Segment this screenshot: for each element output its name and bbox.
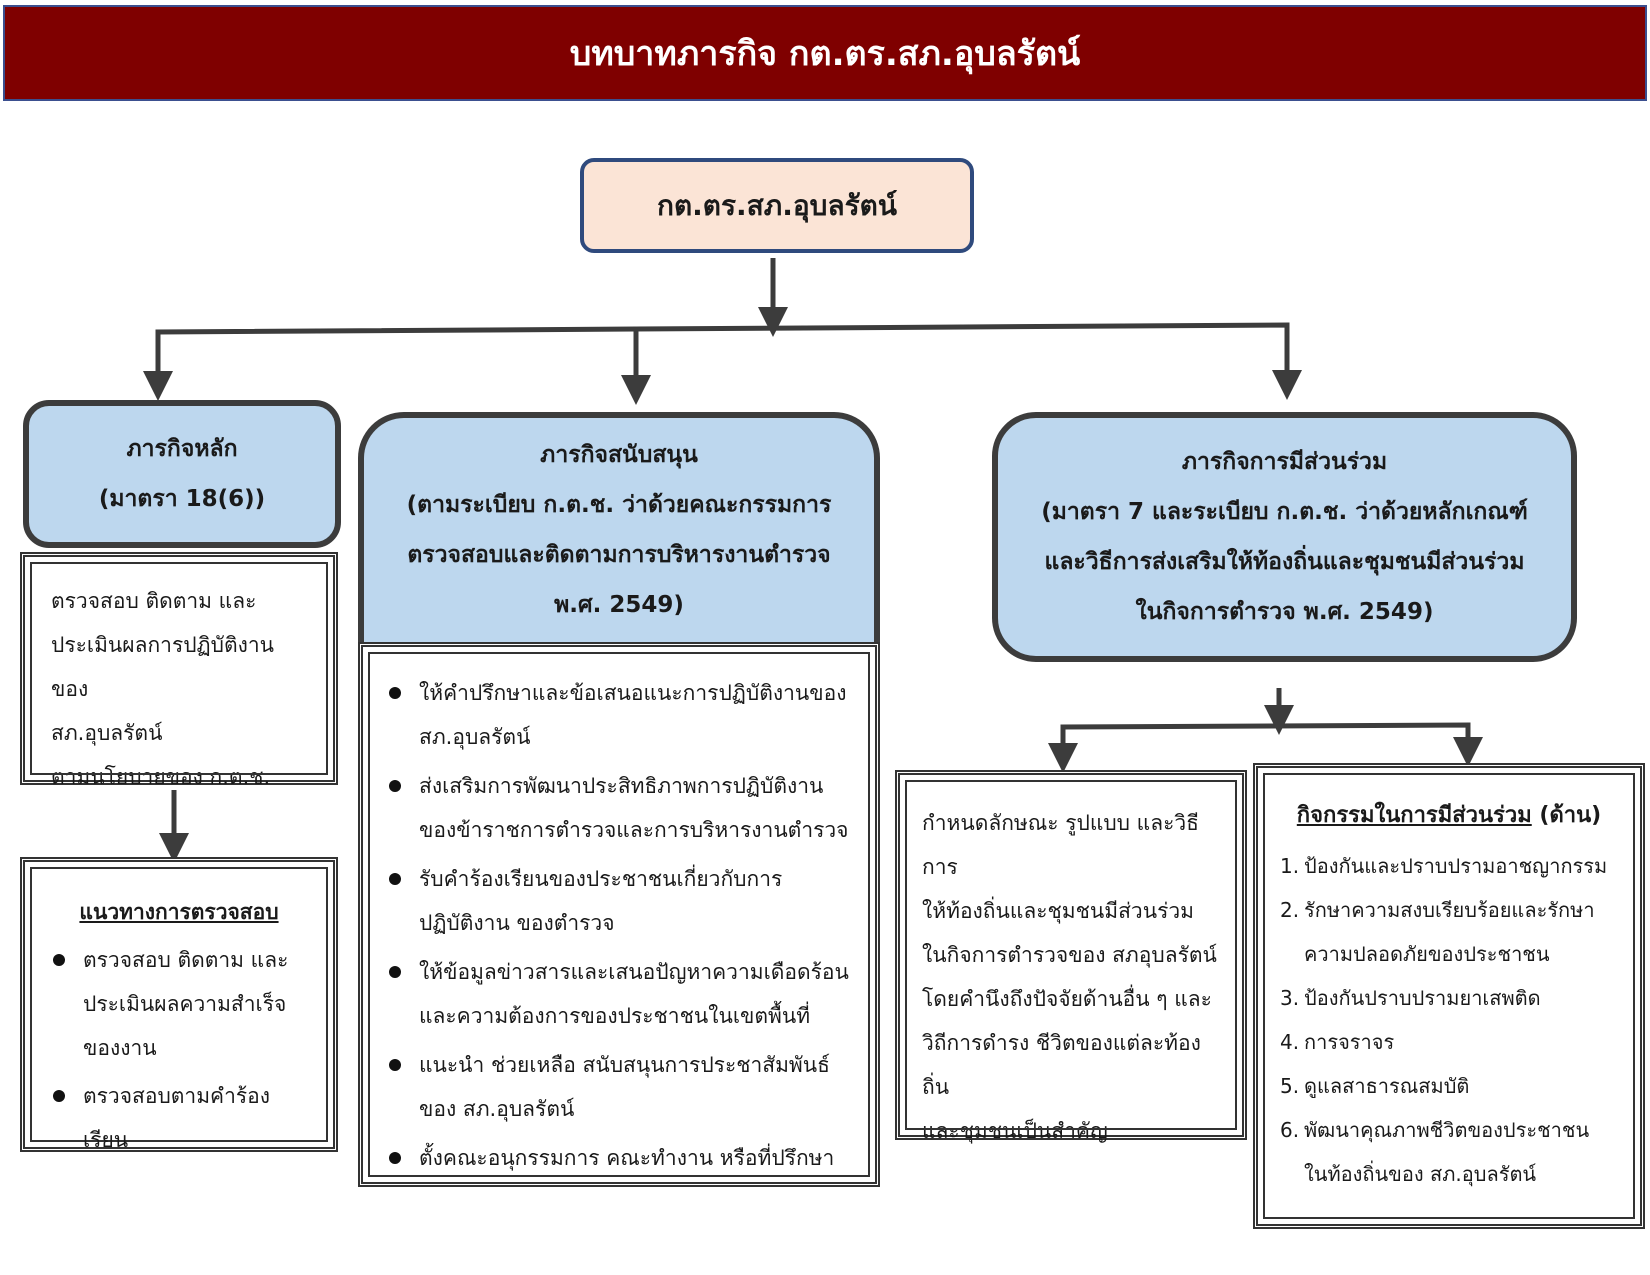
item-line: ส่งเสริมการพัฒนาประสิทธิภาพการปฏิบัติงาน: [419, 774, 824, 798]
bullet-icon: [389, 1152, 401, 1164]
item-line: ของงาน: [83, 1036, 157, 1060]
list-item: ตรวจสอบ ติดตาม และ ประเมินผลความสำเร็จ ข…: [49, 938, 309, 1070]
item-line: และความต้องการของประชาชนในเขตพื้นที่: [419, 1004, 811, 1028]
main-mission-title: ภารกิจหลัก: [126, 436, 238, 462]
bullet-icon: [389, 873, 401, 885]
participation-branch-line: [1060, 722, 1471, 758]
list-item: ให้คำปรึกษาและข้อเสนอแนะการปฏิบัติงานของ…: [385, 671, 853, 759]
list-item: 2. รักษาความสงบเรียบร้อยและรักษา ความปลอ…: [1280, 888, 1618, 976]
desc-line: สภ.อุบลรัตน์: [51, 721, 163, 745]
bullet-icon: [389, 687, 401, 699]
item-line: ปฏิบัติงาน ของตำรวจ: [419, 911, 615, 935]
item-line: ให้คำปรึกษาและข้อเสนอแนะการปฏิบัติงานของ: [419, 681, 847, 705]
participation-activities-box: กิจกรรมในการมีส่วนร่วม (ด้าน) 1. ป้องกัน…: [1253, 763, 1645, 1229]
item-line: ให้ข้อมูลข่าวสารและเสนอปัญหาความเดือดร้อ…: [419, 960, 849, 984]
support-title-line: (ตามระเบียบ ก.ต.ช. ว่าด้วยคณะกรรมการ: [406, 492, 832, 518]
bullet-icon: [389, 1059, 401, 1071]
root-node: กต.ตร.สภ.อุบลรัตน์: [580, 158, 974, 253]
activities-list: 1. ป้องกันและปราบปรามอาชญากรรม 2. รักษาค…: [1280, 844, 1618, 1196]
item-line: ดูแลสาธารณสมบัติ: [1304, 1074, 1470, 1098]
item-line: พัฒนาคุณภาพชีวิตของประชาชน: [1304, 1118, 1590, 1142]
participation-characteristics-box: กำหนดลักษณะ รูปแบบ และวิธีการ ให้ท้องถิ่…: [895, 770, 1247, 1143]
item-number: 3.: [1280, 986, 1300, 1010]
item-number: 4.: [1280, 1030, 1300, 1054]
char-line: กำหนดลักษณะ รูปแบบ และวิธีการ: [922, 811, 1199, 879]
desc-line: ตรวจสอบ ติดตาม และ: [51, 589, 257, 613]
char-line: ให้ท้องถิ่นและชุมชนมีส่วนร่วม: [922, 899, 1194, 923]
participation-title-line: และวิธีการส่งเสริมให้ท้องถิ่นและชุมชนมีส…: [1044, 549, 1525, 575]
support-mission-list-box: ให้คำปรึกษาและข้อเสนอแนะการปฏิบัติงานของ…: [358, 642, 880, 1187]
list-item: แนะนำ ช่วยเหลือ สนับสนุนการประชาสัมพันธ์…: [385, 1043, 853, 1131]
main-mission-header: ภารกิจหลัก (มาตรา 18(6)): [23, 400, 341, 548]
item-number: 1.: [1280, 854, 1300, 878]
item-line: ตรวจสอบตามคำร้องเรียน: [83, 1084, 271, 1152]
char-line: ในกิจการตำรวจของ สภอุบลรัตน์: [922, 943, 1217, 967]
banner-title: บทบาทภารกิจ กต.ตร.สภ.อุบลรัตน์: [569, 34, 1081, 74]
list-item: 3. ป้องกันปราบปรามยาเสพติด: [1280, 976, 1618, 1020]
item-number: 2.: [1280, 898, 1300, 922]
item-line: ป้องกันและปราบปรามอาชญากรรม: [1304, 854, 1608, 878]
bullet-icon: [389, 780, 401, 792]
support-title-line: พ.ศ. 2549): [554, 592, 684, 618]
bullet-icon: [389, 966, 401, 978]
audit-list: ตรวจสอบ ติดตาม และ ประเมินผลความสำเร็จ ข…: [49, 938, 309, 1162]
support-title-line: ตรวจสอบและติดตามการบริหารงานตำรวจ: [407, 542, 831, 568]
audit-guidelines-box: แนวทางการตรวจสอบ ตรวจสอบ ติดตาม และ ประเ…: [20, 857, 338, 1152]
support-mission-header: ภารกิจสนับสนุน (ตามระเบียบ ก.ต.ช. ว่าด้ว…: [358, 412, 880, 642]
item-line: ป้องกันปราบปรามยาเสพติด: [1304, 986, 1541, 1010]
bullet-icon: [53, 1090, 65, 1102]
item-line: ตั้งคณะอนุกรรมการ คณะทำงาน หรือที่ปรึกษา: [419, 1146, 835, 1170]
list-item: 4. การจราจร: [1280, 1020, 1618, 1064]
participation-title: ภารกิจการมีส่วนร่วม: [1181, 449, 1388, 475]
char-line: และชุมชนเป็นสำคัญ: [922, 1119, 1108, 1143]
activities-suffix: (ด้าน): [1531, 803, 1602, 828]
activities-heading: กิจกรรมในการมีส่วนร่วม (ด้าน): [1280, 794, 1618, 838]
item-number: 6.: [1280, 1118, 1300, 1142]
list-item: 5. ดูแลสาธารณสมบัติ: [1280, 1064, 1618, 1108]
item-line: ประเมินผลความสำเร็จ: [83, 992, 287, 1016]
item-line: ตรวจสอบ ติดตาม และ: [83, 948, 289, 972]
page-banner: บทบาทภารกิจ กต.ตร.สภ.อุบลรัตน์: [3, 5, 1647, 101]
bullet-icon: [53, 954, 65, 966]
list-item: ให้ข้อมูลข่าวสารและเสนอปัญหาความเดือดร้อ…: [385, 950, 853, 1038]
item-line: ของ สภ.อุบลรัตน์: [419, 1097, 575, 1121]
item-line: ความปลอดภัยของประชาชน: [1304, 942, 1550, 966]
activities-title: กิจกรรมในการมีส่วนร่วม: [1296, 803, 1532, 828]
participation-title-line: (มาตรา 7 และระเบียบ ก.ต.ช. ว่าด้วยหลักเก…: [1041, 499, 1528, 525]
top-branch-line: [155, 322, 1290, 390]
list-item: ตรวจสอบตามคำร้องเรียน: [49, 1074, 309, 1162]
desc-line: ประเมินผลการปฏิบัติงานของ: [51, 633, 275, 701]
item-line: การจราจร: [1304, 1030, 1395, 1054]
list-item: รับคำร้องเรียนของประชาชนเกี่ยวกับการ ปฏิ…: [385, 857, 853, 945]
participation-mission-header: ภารกิจการมีส่วนร่วม (มาตรา 7 และระเบียบ …: [992, 412, 1577, 662]
main-mission-subtitle: (มาตรา 18(6)): [98, 486, 266, 512]
list-item: 6. พัฒนาคุณภาพชีวิตของประชาชน ในท้องถิ่น…: [1280, 1108, 1618, 1196]
item-line: รักษาความสงบเรียบร้อยและรักษา: [1304, 898, 1595, 922]
char-line: โดยคำนึงถึงปัจจัยด้านอื่น ๆ และ: [922, 987, 1212, 1011]
item-number: 5.: [1280, 1074, 1300, 1098]
desc-line: ตามนโยบายของ ก.ต.ช.: [51, 765, 271, 789]
item-line: รับคำร้องเรียนของประชาชนเกี่ยวกับการ: [419, 867, 783, 891]
list-item: 1. ป้องกันและปราบปรามอาชญากรรม: [1280, 844, 1618, 888]
main-mission-description: ตรวจสอบ ติดตาม และ ประเมินผลการปฏิบัติงา…: [20, 552, 338, 789]
item-line: ของข้าราชการตำรวจและการบริหารงานตำรวจ: [419, 818, 849, 842]
root-title: กต.ตร.สภ.อุบลรัตน์: [657, 188, 897, 222]
list-item: ตั้งคณะอนุกรรมการ คณะทำงาน หรือที่ปรึกษา: [385, 1136, 853, 1180]
item-line: แนะนำ ช่วยเหลือ สนับสนุนการประชาสัมพันธ์: [419, 1053, 830, 1077]
item-line: ในท้องถิ่นของ สภ.อุบลรัตน์: [1304, 1162, 1537, 1186]
support-list: ให้คำปรึกษาและข้อเสนอแนะการปฏิบัติงานของ…: [385, 671, 853, 1180]
char-line: วิถีการดำรง ชีวิตของแต่ละท้องถิ่น: [922, 1031, 1201, 1099]
support-title: ภารกิจสนับสนุน: [540, 442, 698, 468]
participation-title-line: ในกิจการตำรวจ พ.ศ. 2549): [1135, 599, 1434, 625]
list-item: ส่งเสริมการพัฒนาประสิทธิภาพการปฏิบัติงาน…: [385, 764, 853, 852]
audit-heading: แนวทางการตรวจสอบ: [79, 900, 279, 924]
item-line: สภ.อุบลรัตน์: [419, 725, 531, 749]
